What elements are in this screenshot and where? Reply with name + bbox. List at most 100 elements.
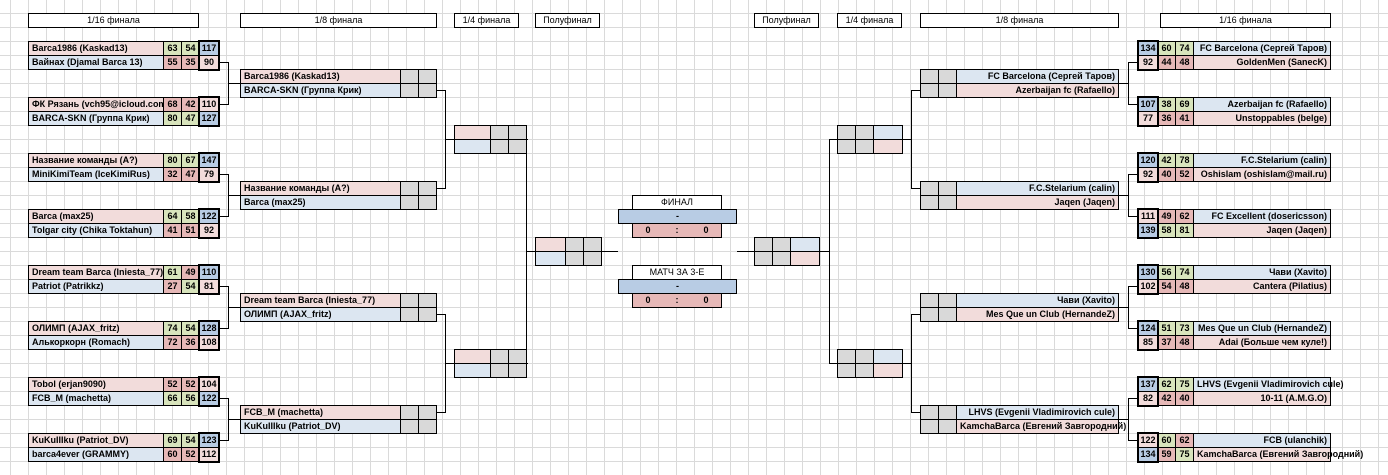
left-r8-team-name[interactable]: KuKuIIIku (Patriot_DV) — [240, 419, 401, 434]
left-r8-score-1[interactable] — [400, 419, 419, 434]
left-r8-team-name[interactable]: FCB_M (machetta) — [240, 405, 401, 420]
right-r8-score-1[interactable] — [920, 307, 939, 322]
right-r8-team-name[interactable]: FC Barcelona (Сергей Таров) — [956, 69, 1119, 84]
left-r16-team-name[interactable]: Barca (max25) — [28, 209, 164, 224]
left-r8-team-name[interactable]: Название команды (А?) — [240, 181, 401, 196]
right-r16-team-name[interactable]: Jaqen (Jaqen) — [1193, 223, 1331, 238]
left-r16-team-name[interactable]: Tobol (erjan9090) — [28, 377, 164, 392]
third-place-teams[interactable]: - — [618, 279, 737, 294]
left-r8-score-2[interactable] — [418, 293, 437, 308]
right-qf-score-2[interactable] — [855, 125, 874, 140]
left-qf-score-2[interactable] — [508, 363, 527, 378]
left-sf-team-slot[interactable] — [535, 251, 566, 266]
left-r8-score-2[interactable] — [418, 195, 437, 210]
left-r8-score-2[interactable] — [418, 181, 437, 196]
left-r8-score-1[interactable] — [400, 293, 419, 308]
right-qf-score-1[interactable] — [837, 363, 856, 378]
final-teams[interactable]: - — [618, 209, 737, 224]
right-r16-team-name[interactable]: KamchaBarca (Евгений Завгородний) — [1193, 447, 1363, 462]
left-r8-team-name[interactable]: Dream team Barca (Iniesta_77) — [240, 293, 401, 308]
right-r16-team-name[interactable]: Oshislam (oshislam@mail.ru) — [1193, 167, 1331, 182]
left-r16-team-name[interactable]: Tolgar city (Chika Toktahun) — [28, 223, 164, 238]
right-r8-score-2[interactable] — [938, 181, 957, 196]
right-r8-score-2[interactable] — [938, 307, 957, 322]
right-r8-score-2[interactable] — [938, 195, 957, 210]
left-r8-score-1[interactable] — [400, 181, 419, 196]
left-r8-score-1[interactable] — [400, 69, 419, 84]
right-r16-team-name[interactable]: LHVS (Evgenii Vladimirovich cule) — [1193, 377, 1344, 392]
left-qf-score-2[interactable] — [508, 139, 527, 154]
right-r8-score-1[interactable] — [920, 419, 939, 434]
right-sf-score-1[interactable] — [754, 237, 773, 252]
right-r8-score-1[interactable] — [920, 293, 939, 308]
left-r16-team-name[interactable]: Dream team Barca (Iniesta_77) — [28, 265, 164, 280]
left-r16-team-name[interactable]: KuKuIIIku (Patriot_DV) — [28, 433, 164, 448]
left-r8-team-name[interactable]: ОЛИМП (AJAX_fritz) — [240, 307, 401, 322]
left-r16-team-name[interactable]: Barca1986 (Kaskad13) — [28, 41, 164, 56]
right-r8-team-name[interactable]: Чави (Xavito) — [956, 293, 1119, 308]
right-r8-team-name[interactable]: KamchaBarca (Евгений Завгородний) — [956, 419, 1126, 434]
right-r8-score-2[interactable] — [938, 293, 957, 308]
right-r8-score-2[interactable] — [938, 83, 957, 98]
right-sf-score-1[interactable] — [754, 251, 773, 266]
right-r16-team-name[interactable]: Unstoppables (belge) — [1193, 111, 1331, 126]
right-sf-team-slot[interactable] — [790, 237, 820, 252]
right-r8-score-1[interactable] — [920, 69, 939, 84]
final-score[interactable]: 0 : 0 — [632, 223, 722, 238]
right-sf-score-2[interactable] — [772, 237, 791, 252]
left-r16-team-name[interactable]: FCB_M (machetta) — [28, 391, 164, 406]
right-r8-score-1[interactable] — [920, 83, 939, 98]
left-r16-team-name[interactable]: Название команды (А?) — [28, 153, 164, 168]
left-sf-team-slot[interactable] — [535, 237, 566, 252]
right-qf-score-1[interactable] — [837, 125, 856, 140]
left-r16-team-name[interactable]: Алькоркорн (Romach) — [28, 335, 164, 350]
right-qf-score-2[interactable] — [855, 363, 874, 378]
right-qf-team-slot[interactable] — [873, 363, 903, 378]
right-qf-team-slot[interactable] — [873, 139, 903, 154]
right-r8-team-name[interactable]: Mes Que un Club (HernandeZ) — [956, 307, 1119, 322]
left-qf-team-slot[interactable] — [454, 363, 491, 378]
right-r8-score-1[interactable] — [920, 405, 939, 420]
third-place-score[interactable]: 0 : 0 — [632, 293, 722, 308]
right-qf-team-slot[interactable] — [873, 125, 903, 140]
right-r16-team-name[interactable]: FCB (ulanchik) — [1193, 433, 1331, 448]
left-sf-score-1[interactable] — [565, 237, 584, 252]
left-qf-team-slot[interactable] — [454, 125, 491, 140]
left-sf-score-1[interactable] — [565, 251, 584, 266]
left-r8-team-name[interactable]: Barca (max25) — [240, 195, 401, 210]
left-r16-team-name[interactable]: Patriot (Patrikkz) — [28, 279, 164, 294]
left-r8-team-name[interactable]: Barca1986 (Kaskad13) — [240, 69, 401, 84]
left-qf-score-2[interactable] — [508, 349, 527, 364]
left-r16-team-name[interactable]: BARCA-SKN (Группа Крик) — [28, 111, 164, 126]
left-qf-score-1[interactable] — [490, 363, 509, 378]
right-r16-team-name[interactable]: Чави (Xavito) — [1193, 265, 1331, 280]
right-r16-team-name[interactable]: GoldenMen (SanecK) — [1193, 55, 1331, 70]
left-r8-score-1[interactable] — [400, 405, 419, 420]
right-r16-team-name[interactable]: Adai (Больше чем куле!) — [1193, 335, 1331, 350]
left-qf-score-1[interactable] — [490, 139, 509, 154]
right-r8-score-2[interactable] — [938, 405, 957, 420]
left-r16-team-name[interactable]: ФК Рязань (vch95@icloud.com) — [28, 97, 169, 112]
right-qf-score-2[interactable] — [855, 139, 874, 154]
right-r16-team-name[interactable]: FC Excellent (dosericsson) — [1193, 209, 1331, 224]
right-r8-score-1[interactable] — [920, 195, 939, 210]
right-r8-score-2[interactable] — [938, 419, 957, 434]
right-qf-score-1[interactable] — [837, 349, 856, 364]
right-r8-team-name[interactable]: Azerbaijan fc (Rafaello) — [956, 83, 1119, 98]
right-r16-team-name[interactable]: F.C.Stelarium (calin) — [1193, 153, 1331, 168]
left-qf-score-1[interactable] — [490, 125, 509, 140]
left-r8-team-name[interactable]: BARCA-SKN (Группа Крик) — [240, 83, 401, 98]
right-qf-score-2[interactable] — [855, 349, 874, 364]
left-r8-score-2[interactable] — [418, 69, 437, 84]
left-r8-score-2[interactable] — [418, 405, 437, 420]
left-r8-score-1[interactable] — [400, 195, 419, 210]
right-r8-team-name[interactable]: Jaqen (Jaqen) — [956, 195, 1119, 210]
right-r16-team-name[interactable]: Azerbaijan fc (Rafaello) — [1193, 97, 1331, 112]
left-r8-score-2[interactable] — [418, 419, 437, 434]
left-r16-team-name[interactable]: barca4ever (GRAMMY) — [28, 447, 164, 462]
right-r16-team-name[interactable]: Cantera (Pilatius) — [1193, 279, 1331, 294]
right-r8-score-2[interactable] — [938, 69, 957, 84]
right-qf-score-1[interactable] — [837, 139, 856, 154]
left-sf-score-2[interactable] — [583, 251, 602, 266]
right-r8-team-name[interactable]: F.C.Stelarium (calin) — [956, 181, 1119, 196]
